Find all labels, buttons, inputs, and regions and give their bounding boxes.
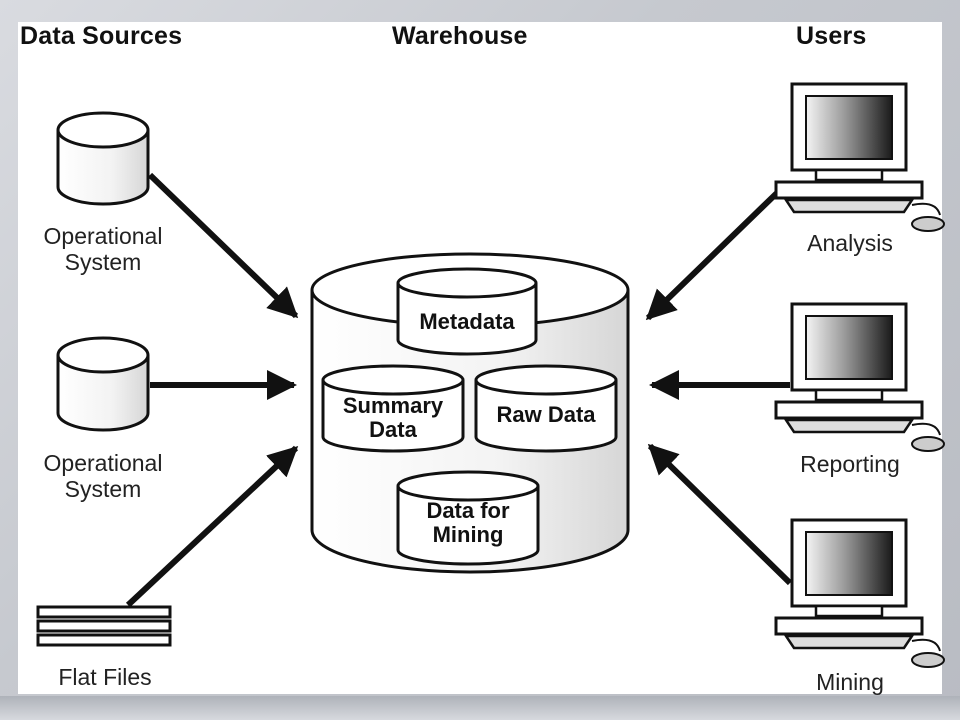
raw-data-label: Raw Data: [496, 402, 596, 427]
user-label-mining: Mining: [816, 669, 884, 695]
arrow-mining-to-warehouse: [647, 443, 793, 586]
summary-data-label-line1: Summary: [342, 393, 444, 418]
flat-files-icon: [36, 605, 172, 647]
data-for-mining-label-line2: Mining: [432, 522, 504, 547]
raw-data-cylinder: [474, 364, 618, 453]
user-label-analysis: Analysis: [807, 230, 893, 256]
source-label-2-line1: Operational: [43, 450, 163, 476]
data-for-mining-label: Data for Mining: [398, 499, 538, 547]
source-label-flat-files: Flat Files: [58, 664, 152, 690]
metadata-label: Metadata: [419, 309, 515, 334]
header-data-sources: Data Sources: [20, 22, 183, 50]
user-label-reporting: Reporting: [800, 451, 900, 477]
operational-system-1-cylinder-icon: [56, 111, 150, 206]
arrow-source1-to-warehouse: [147, 172, 299, 319]
reporting-computer-icon: [774, 302, 945, 452]
operational-system-2-cylinder-icon: [56, 336, 150, 432]
source-label-1-line1: Operational: [43, 223, 163, 249]
data-for-mining-cylinder: [396, 470, 540, 566]
arrow-flatfiles-to-warehouse: [125, 445, 299, 608]
source-label-2: Operational System: [20, 450, 186, 502]
summary-data-label: Summary Data: [323, 394, 463, 442]
arrow-analysis-to-warehouse: [645, 187, 783, 321]
mining-computer-icon: [774, 518, 945, 668]
metadata-cylinder: [396, 267, 538, 356]
header-warehouse: Warehouse: [392, 22, 528, 50]
source-label-2-line2: System: [64, 476, 142, 502]
bottom-frame-strip: [0, 696, 960, 720]
source-label-1-line2: System: [64, 249, 142, 275]
header-users: Users: [796, 22, 867, 50]
data-for-mining-label-line1: Data for: [426, 498, 510, 523]
analysis-computer-icon: [774, 82, 945, 232]
source-label-1: Operational System: [20, 223, 186, 275]
summary-data-cylinder: [321, 364, 465, 453]
summary-data-label-line2: Data: [369, 417, 417, 442]
